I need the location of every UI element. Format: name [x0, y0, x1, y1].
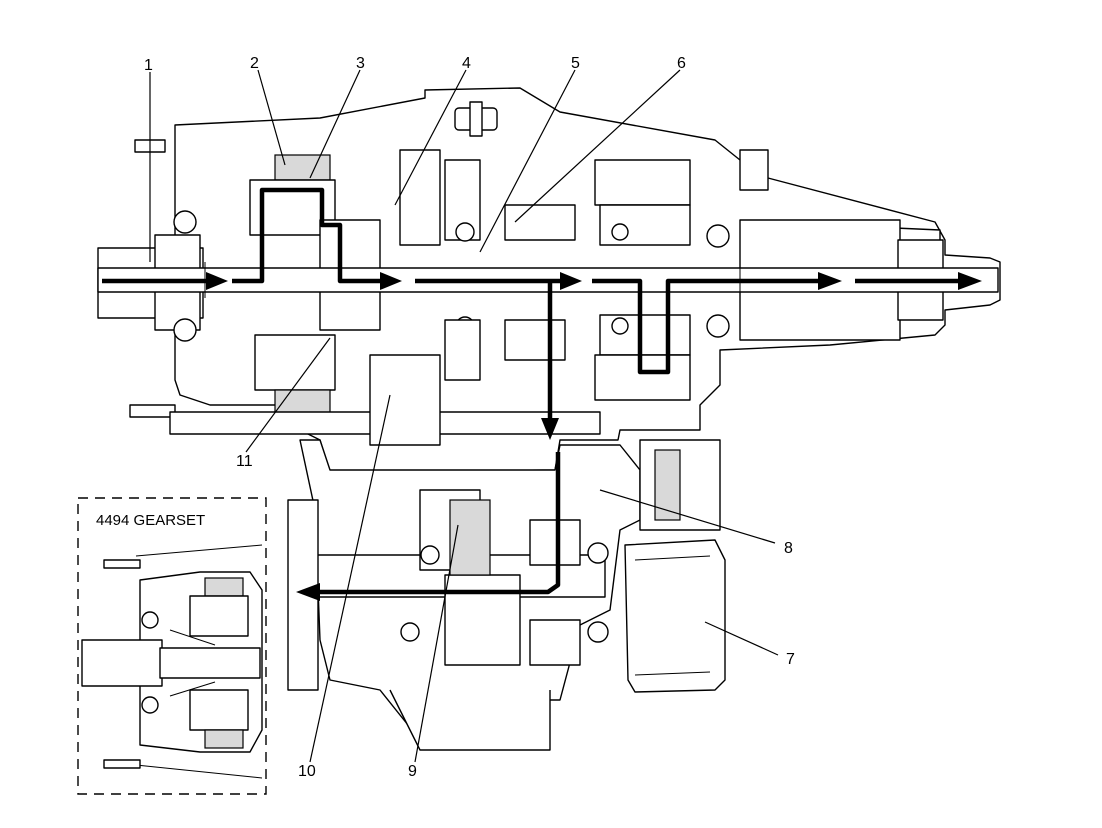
callout-6: 6 — [677, 55, 686, 72]
callout-leaders — [149, 69, 779, 763]
front-output-section — [169, 354, 641, 751]
callout-5: 5 — [571, 55, 580, 72]
callout-2: 2 — [250, 55, 259, 72]
callout-10: 10 — [298, 763, 316, 780]
flow-arrow-rear-output — [958, 272, 982, 290]
encoder-motor-housing — [624, 439, 726, 693]
flow-arrow-3 — [818, 272, 842, 290]
callout-labels: 1 2 3 4 5 6 7 8 9 10 11 — [144, 55, 795, 780]
callout-9: 9 — [408, 763, 417, 780]
callout-11: 11 — [236, 453, 253, 470]
flow-arrow-input — [206, 272, 228, 290]
callout-1: 1 — [144, 57, 153, 74]
flow-arrow-2 — [560, 272, 582, 290]
flow-arrow-down — [541, 418, 559, 440]
callout-8: 8 — [784, 540, 793, 557]
callout-7: 7 — [786, 651, 795, 668]
power-flow-path — [102, 187, 982, 601]
callout-3: 3 — [356, 55, 365, 72]
callout-4: 4 — [462, 55, 471, 72]
flow-arrow-1 — [380, 272, 402, 290]
flow-arrow-front-output — [296, 583, 320, 601]
gearset-inset: 4494 GEARSET — [77, 497, 267, 795]
inset-title: 4494 GEARSET — [96, 512, 205, 529]
